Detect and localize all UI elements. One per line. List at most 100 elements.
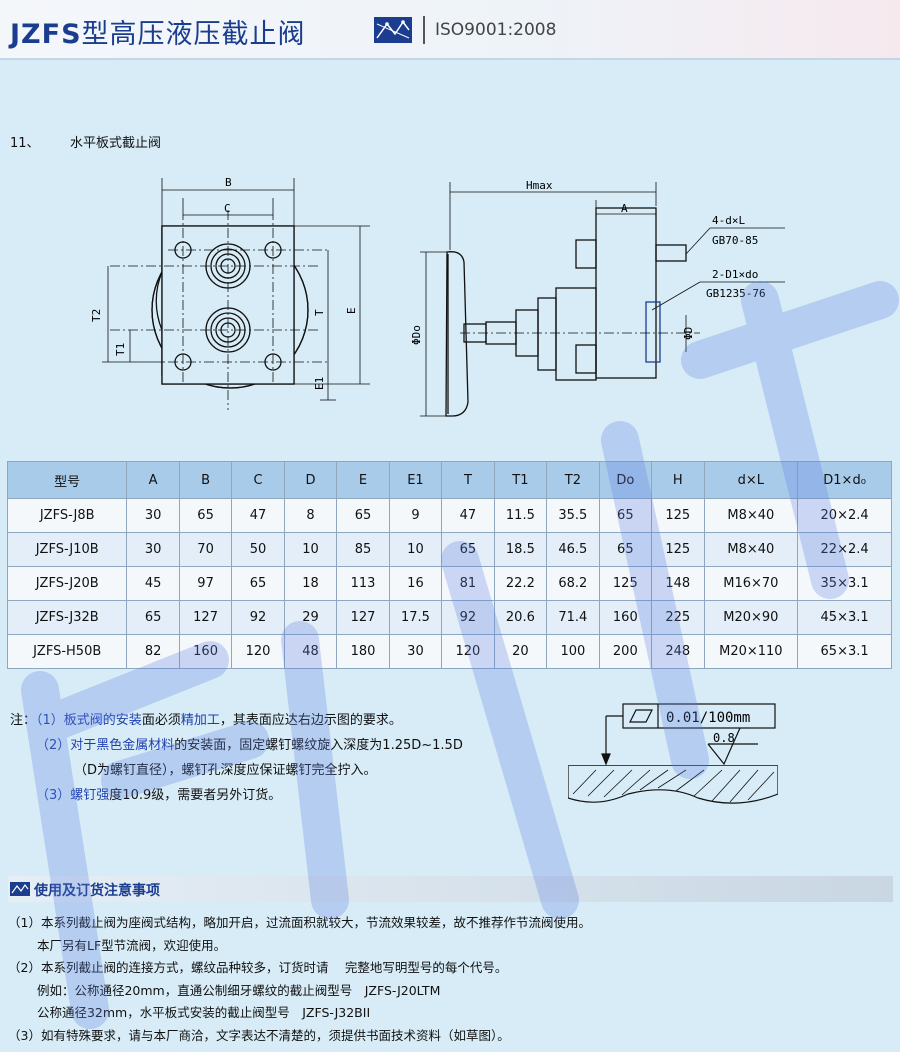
table-cell: 125: [598, 566, 653, 601]
table-cell: 148: [651, 566, 705, 601]
table-cell: 127: [336, 600, 390, 635]
table-cell: 29: [283, 600, 338, 635]
table-cell: 71.4: [546, 600, 600, 635]
table-cell: 48: [283, 634, 338, 669]
column-header: E1: [388, 461, 443, 499]
table-cell: M20×90: [703, 600, 799, 635]
note-3-index: （3）: [36, 788, 71, 803]
note-1-text-a: 板式阀的安装: [63, 713, 142, 728]
note-3: （3）螺钉强度10.9级，需要者另外订货。: [10, 783, 463, 808]
dim-label-b: B: [225, 176, 232, 189]
table-cell: JZFS-J20B: [6, 566, 128, 601]
table-cell: JZFS-J8B: [6, 498, 128, 533]
table-cell: M16×70: [703, 566, 799, 601]
table-cell: 113: [336, 566, 390, 601]
table-cell: M20×110: [703, 634, 799, 669]
table-cell: JZFS-J10B: [6, 532, 128, 567]
dim-label-hmax: Hmax: [526, 179, 553, 192]
page-header: JZFS型高压液压截止阀 ISO9001:2008: [0, 0, 900, 58]
note-1-index: （1）: [36, 713, 64, 728]
table-cell: 65: [126, 600, 180, 635]
company-logo-icon: [374, 17, 412, 43]
dim-label-c: C: [224, 202, 231, 215]
table-cell: 17.5: [388, 600, 443, 635]
table-cell: 50: [231, 532, 285, 567]
table-cell: 9: [388, 498, 443, 533]
usage-section-header: 使用及订货注意事项: [8, 876, 893, 902]
column-header: d×L: [703, 461, 799, 499]
screw-standard-1: GB70-85: [712, 234, 758, 247]
table-cell: 47: [231, 498, 285, 533]
table-cell: 20: [493, 634, 548, 669]
table-cell: 22×2.4: [797, 532, 892, 567]
table-cell: M8×40: [703, 498, 799, 533]
table-cell: 92: [231, 600, 285, 635]
surface-finish-diagram: 0.01/100mm 0.8: [568, 703, 778, 804]
section-logo-icon: [10, 882, 30, 896]
table-cell: 65: [336, 498, 390, 533]
table-cell: 81: [441, 566, 495, 601]
header-rule: [0, 58, 900, 60]
note-1: 注：（1）板式阀的安装面必须精加工，其表面应达右边示图的要求。: [10, 708, 463, 733]
usage-line: （2）本系列截止阀的连接方式，螺纹品种较多，订货时请 完整地写明型号的每个代号。: [8, 960, 508, 975]
flatness-tolerance: 0.01/100mm: [666, 710, 750, 726]
table-cell: 20×2.4: [797, 498, 892, 533]
title-latin: JZFS: [10, 19, 82, 50]
column-header: T1: [493, 461, 548, 499]
table-cell: 46.5: [546, 532, 600, 567]
usage-notes: （1）本系列截止阀为座阀式结构，略加开启，过流面积就较大，节流效果较差，故不推荐…: [8, 912, 591, 1047]
section-name: 水平板式截止阀: [70, 136, 162, 151]
dim-label-do: ΦDo: [410, 325, 423, 345]
table-cell: 82: [126, 634, 180, 669]
section-title: 11、水平板式截止阀: [10, 132, 161, 151]
table-cell: 11.5: [493, 498, 548, 533]
table-cell: 35×3.1: [797, 566, 892, 601]
column-header: H: [651, 461, 705, 499]
table-cell: 85: [336, 532, 390, 567]
table-cell: 47: [441, 498, 495, 533]
table-cell: 45×3.1: [797, 600, 892, 635]
usage-line: （1）本系列截止阀为座阀式结构，略加开启，过流面积就较大，节流效果较差，故不推荐…: [8, 915, 591, 930]
note-1-text-d: ，其表面应达右边示图的要求。: [219, 713, 402, 728]
column-header: T: [441, 461, 495, 499]
screw-spec-2: 2-D1×do: [712, 268, 758, 281]
table-cell: 225: [651, 600, 705, 635]
usage-heading: 使用及订货注意事项: [34, 883, 160, 899]
dim-label-e1: E1: [313, 377, 326, 390]
column-header: T2: [546, 461, 600, 499]
table-cell: 125: [651, 532, 705, 567]
column-header: D1×d₀: [797, 461, 892, 499]
note-3-text-b: 度10.9级，需要者另外订货。: [109, 788, 282, 803]
note-2-cont: （D为螺钉直径），螺钉孔深度应保证螺钉完全拧入。: [74, 763, 377, 778]
table-cell: 180: [336, 634, 390, 669]
table-cell: M8×40: [703, 532, 799, 567]
column-header: D: [283, 461, 338, 499]
table-cell: 16: [388, 566, 443, 601]
page-title: JZFS型高压液压截止阀: [10, 12, 306, 51]
table-cell: 200: [598, 634, 653, 669]
table-cell: 65×3.1: [797, 634, 892, 669]
dim-label-t1: T1: [114, 343, 127, 356]
table-cell: JZFS-H50B: [6, 634, 128, 669]
usage-line: 公称通径32mm，水平板式安装的截止阀型号 JZFS-J32BII: [8, 1005, 371, 1020]
table-cell: JZFS-J32B: [6, 600, 128, 635]
valve-technical-drawing: B C T2 T1 T E E1 Hmax A ΦDo ΦD 4-d×L: [90, 176, 785, 417]
notes-label: 注：: [10, 713, 37, 728]
table-cell: 100: [546, 634, 600, 669]
table-cell: 30: [126, 532, 180, 567]
column-header: E: [336, 461, 390, 499]
dim-label-e: E: [345, 307, 358, 314]
column-header: C: [231, 461, 285, 499]
table-cell: 125: [651, 498, 705, 533]
column-header: B: [178, 461, 233, 499]
note-1-text-b: 面必须: [141, 713, 181, 728]
table-cell: 8: [283, 498, 338, 533]
note-3-text-a: 螺钉强: [70, 788, 110, 803]
table-cell: 127: [178, 600, 233, 635]
table-cell: 30: [126, 498, 180, 533]
